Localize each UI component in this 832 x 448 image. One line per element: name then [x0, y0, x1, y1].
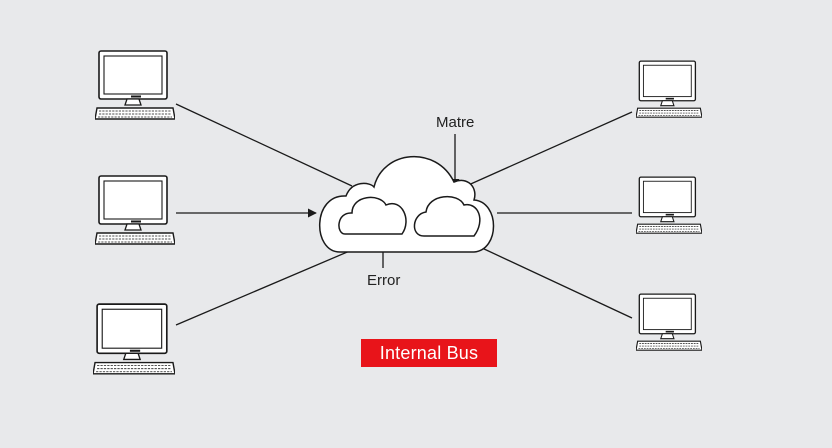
computer-icon-right-middle	[636, 176, 702, 235]
link-right-top	[454, 111, 633, 192]
label-matre: Matre	[436, 114, 475, 131]
computer-icon-left-bottom	[93, 303, 175, 375]
link-left-top	[175, 103, 353, 187]
computer-icon-right-bottom	[636, 293, 702, 352]
cloud-icon	[318, 156, 495, 253]
label-error: Error	[367, 272, 401, 289]
computer-icon-left-top	[95, 50, 175, 120]
link-right-bottom	[481, 247, 633, 319]
internal-bus-badge: Internal Bus	[361, 339, 497, 367]
link-left-bottom	[175, 249, 353, 326]
computer-icon-left-middle	[95, 175, 175, 245]
computer-icon-right-top	[636, 60, 702, 119]
